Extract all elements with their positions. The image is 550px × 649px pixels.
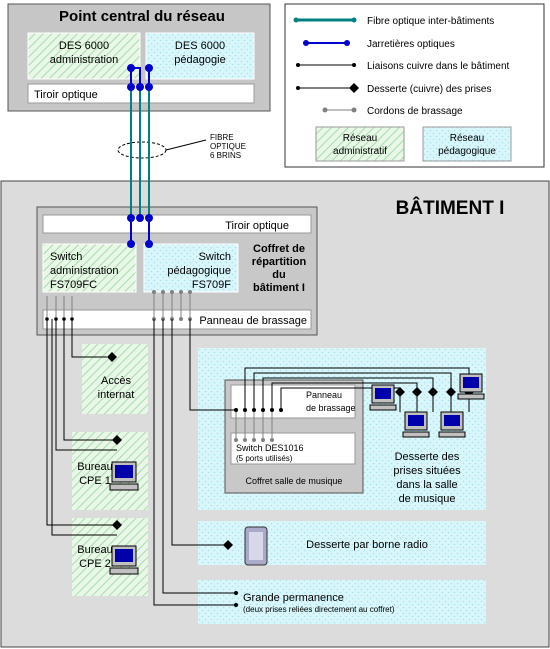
- des-peda-box: [145, 32, 255, 80]
- legend-fibre-label: Fibre optique inter-bâtiments: [367, 16, 494, 27]
- coffret-label-line1: Coffret de: [253, 243, 305, 255]
- switch-admin-line1: Switch: [50, 251, 82, 263]
- computer-icon: [109, 461, 139, 491]
- acces-internat-line1: Accès: [101, 375, 131, 387]
- legend-peda-line1: Réseau: [450, 133, 484, 144]
- coffret-label-line4: bâtiment I: [253, 282, 305, 294]
- switch-peda-line2: pédagogique: [167, 265, 231, 277]
- central-tiroir-label: Tiroir optique: [34, 89, 98, 101]
- building-tiroir-label: Tiroir optique: [225, 220, 289, 232]
- legend-admin-box: [315, 126, 405, 162]
- legend-peda-box: [422, 126, 512, 162]
- legend-peda-line2: pédagogique: [438, 146, 496, 157]
- bureau-cpe1-line1: Bureau: [77, 461, 112, 473]
- zone-bureau-cpe2: Bureau CPE 2: [72, 518, 148, 596]
- bureau-cpe1-line2: CPE 1: [79, 475, 111, 487]
- musique-switch: [230, 432, 356, 465]
- musique-panneau: [230, 384, 356, 419]
- acces-internat-line2: internat: [98, 389, 135, 401]
- legend-admin-line2: administratif: [333, 146, 387, 157]
- legend: Fibre optique inter-bâtiments Jarretière…: [284, 3, 545, 168]
- panneau-brassage-label: Panneau de brassage: [199, 315, 307, 327]
- des-peda-line1: DES 6000: [175, 40, 225, 52]
- zone-acces-internat: Accès internat: [82, 344, 148, 414]
- zone-borne-radio: Desserte par borne radio: [198, 521, 486, 565]
- des-admin-line1: DES 6000: [59, 40, 109, 52]
- musique-panneau-line1: Panneau: [306, 390, 342, 400]
- des-admin-box: [27, 32, 141, 80]
- legend-admin-line1: Réseau: [343, 133, 377, 144]
- zone-bureau-cpe1: Bureau CPE 1: [72, 432, 148, 510]
- zone-salle-musique: Panneau de brassage Switch DES1016 (5 po…: [198, 348, 486, 510]
- fibre-note-line1: FIBRE: [210, 133, 234, 142]
- coffret-repartition: Tiroir optique Switch administration FS7…: [36, 206, 318, 336]
- coffret-label-line3: du: [272, 269, 285, 281]
- grande-permanence-line1: Grande permanence: [243, 592, 344, 604]
- computer-icon: [438, 411, 466, 438]
- legend-cuivre-label: Liaisons cuivre dans le bâtiment: [367, 61, 510, 72]
- legend-cordon-label: Cordons de brassage: [367, 106, 463, 117]
- grande-permanence-line2: (deux prises reliées directement au coff…: [243, 605, 395, 614]
- switch-peda-line1: Switch: [199, 251, 231, 263]
- radio-access-point-icon: [244, 526, 268, 566]
- panneau-brassage: [42, 309, 312, 330]
- computer-icon: [369, 384, 397, 411]
- switch-peda: [143, 243, 239, 293]
- building-tiroir: [42, 214, 312, 234]
- bureau-cpe2-line2: CPE 2: [79, 558, 111, 570]
- musique-coffret-label: Coffret salle de musique: [246, 476, 343, 486]
- copper-ends: [45, 317, 283, 607]
- fibre-note-line3: 6 BRINS: [210, 151, 241, 160]
- zone-grande-permanence: Grande permanence (deux prises reliées d…: [198, 580, 486, 624]
- fibre-note: FIBRE OPTIQUE 6 BRINS: [117, 133, 246, 160]
- cordons-brassage: [46, 292, 273, 440]
- borne-radio-label: Desserte par borne radio: [306, 539, 428, 551]
- switch-admin: [42, 243, 137, 293]
- fibre-links: [130, 87, 150, 218]
- computer-icon: [457, 373, 485, 400]
- fibre-note-line2: OPTIQUE: [210, 142, 246, 151]
- switch-peda-line3: FS709F: [192, 279, 231, 291]
- building-title: BÂTIMENT I: [396, 197, 505, 219]
- central-title: Point central du réseau: [59, 8, 225, 25]
- copper-links: [46, 319, 470, 606]
- musique-desserte-line4: de musique: [399, 493, 456, 505]
- musique-switch-line1: Switch DES1016: [236, 443, 304, 453]
- legend-jarretiere-label: Jarretières optiques: [367, 39, 455, 50]
- central-node: Point central du réseau DES 6000 adminis…: [7, 3, 271, 112]
- switch-admin-line2: administration: [50, 265, 118, 277]
- computer-icons: [109, 373, 485, 575]
- musique-switch-line2: (5 ports utilisés): [236, 454, 293, 463]
- musique-desserte-line3: dans la salle: [396, 479, 457, 491]
- bureau-cpe2-line1: Bureau: [77, 544, 112, 556]
- legend-desserte-label: Desserte (cuivre) des prises: [367, 84, 491, 95]
- switch-admin-line3: FS709FC: [50, 279, 97, 291]
- jarretieres: [127, 64, 153, 248]
- computer-icon: [402, 411, 430, 438]
- musique-desserte-line2: prises situées: [393, 465, 461, 477]
- des-admin-line2: administration: [50, 54, 118, 66]
- des-peda-line2: pédagogie: [174, 54, 225, 66]
- musique-panneau-line2: de brassage: [306, 403, 356, 413]
- coffret-label-line2: répartition: [252, 256, 307, 268]
- musique-desserte-line1: Desserte des: [395, 451, 460, 463]
- computer-icon: [109, 545, 139, 575]
